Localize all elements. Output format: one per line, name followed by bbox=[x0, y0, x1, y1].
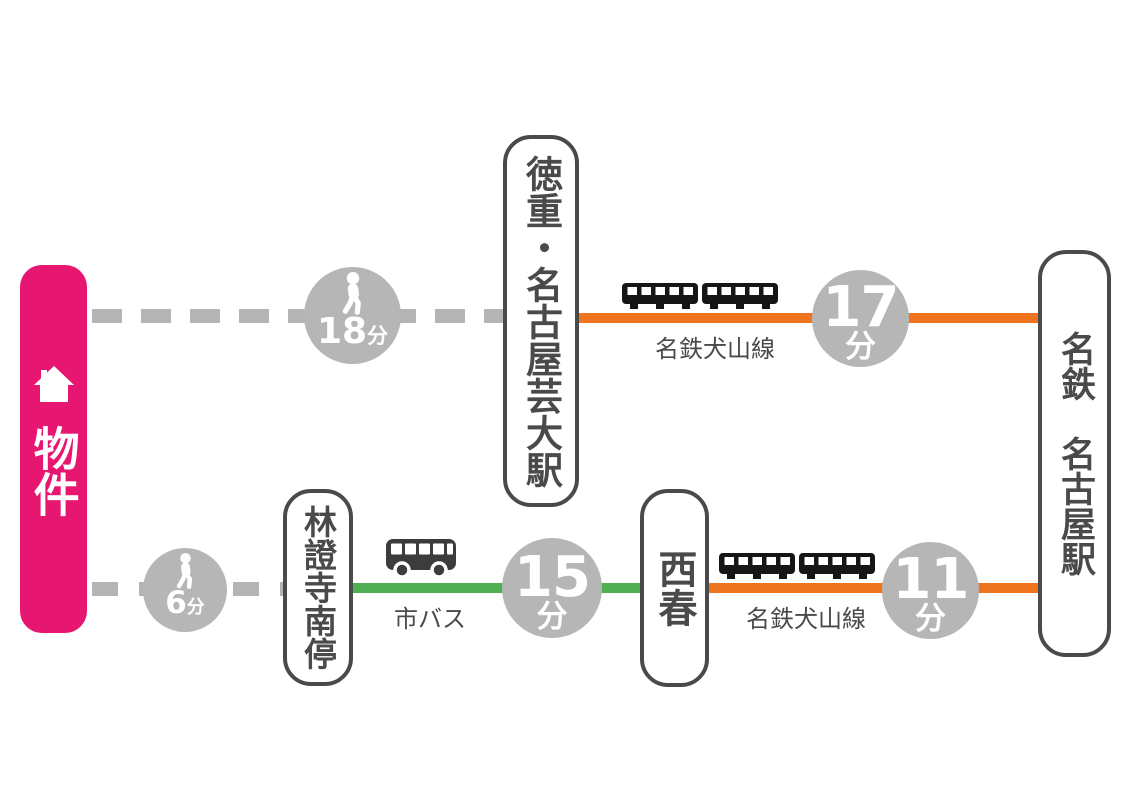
rail-line-name-top: 名鉄犬山線 bbox=[655, 335, 775, 363]
rail-time-top: 17 分 bbox=[812, 270, 909, 367]
walking-person-icon bbox=[176, 553, 192, 589]
walk-path-top bbox=[92, 309, 503, 323]
walking-person-icon bbox=[342, 272, 361, 315]
rail-line-name-bottom: 名鉄犬山線 bbox=[746, 605, 866, 633]
rail-line-bottom bbox=[709, 583, 1038, 593]
bus-time: 15 分 bbox=[502, 538, 602, 638]
bus-unit: 分 bbox=[536, 598, 568, 635]
rail-unit-bottom: 分 bbox=[915, 601, 946, 638]
station-tokushige-label: 徳重・名古屋芸大駅 bbox=[519, 154, 563, 488]
bus-icon bbox=[386, 539, 456, 579]
station-nishiharu: 西春 bbox=[640, 489, 709, 687]
rail-unit-top: 分 bbox=[845, 329, 876, 366]
bus-duration: 15 bbox=[514, 544, 591, 610]
station-meitetsu-nagoya: 名鉄 名古屋駅 bbox=[1038, 250, 1111, 657]
house-icon bbox=[34, 366, 74, 402]
station-meitetsu-nagoya-label: 名鉄 名古屋駅 bbox=[1055, 331, 1095, 576]
rail-duration-top: 17 bbox=[822, 275, 900, 341]
property-label: 物件 bbox=[26, 425, 81, 517]
train-icon-top bbox=[622, 283, 778, 309]
bus-line bbox=[353, 583, 640, 593]
station-nishiharu-label: 西春 bbox=[652, 549, 697, 627]
rail-time-bottom: 11 分 bbox=[882, 542, 979, 639]
walk-unit-bottom: 分 bbox=[186, 597, 205, 618]
walk-time-top: 18 分 bbox=[304, 267, 401, 364]
walk-unit-top: 分 bbox=[367, 324, 389, 348]
bus-stop-hayashishoji: 林證寺南停 bbox=[283, 489, 353, 686]
rail-line-top bbox=[579, 313, 1038, 323]
property-box: 物件 bbox=[20, 265, 87, 633]
walk-time-bottom: 6 分 bbox=[143, 548, 227, 632]
bus-line-name: 市バス bbox=[394, 605, 466, 633]
walk-duration-top: 18 bbox=[316, 311, 368, 352]
bus-stop-label: 林證寺南停 bbox=[298, 505, 338, 670]
train-icon-bottom bbox=[719, 553, 875, 579]
rail-duration-bottom: 11 bbox=[892, 547, 970, 613]
walk-duration-bottom: 6 bbox=[165, 585, 187, 621]
station-tokushige: 徳重・名古屋芸大駅 bbox=[503, 135, 579, 507]
